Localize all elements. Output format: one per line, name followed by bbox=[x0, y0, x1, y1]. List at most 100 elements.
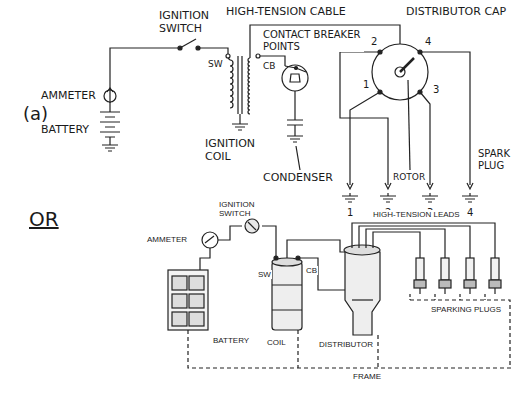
wire-part bbox=[199, 48, 228, 56]
coil-drawing-part bbox=[296, 256, 300, 260]
ammeter-drawing bbox=[202, 232, 218, 248]
condenser-symbol bbox=[287, 120, 303, 125]
spark-plug-drawing bbox=[410, 258, 501, 300]
high-tension-leads-part bbox=[359, 226, 470, 258]
spark-plug-symbol bbox=[342, 183, 478, 202]
ammeter-drawing-part bbox=[205, 236, 214, 243]
terminal-number: 1 bbox=[362, 79, 370, 91]
spark-plug-drawing-part bbox=[459, 294, 460, 300]
distributor-drawing-part bbox=[344, 245, 380, 255]
battery-drawing-part-part bbox=[172, 312, 187, 326]
part-label: FRAME bbox=[352, 372, 382, 381]
spark-plug-symbol-part bbox=[422, 196, 438, 202]
spark-plug-drawing-part bbox=[484, 294, 485, 300]
spark-plug-symbol-part bbox=[467, 183, 473, 189]
wire-part bbox=[110, 48, 178, 90]
spark-plug-drawing-part bbox=[464, 280, 476, 288]
ground-symbol-part bbox=[287, 136, 303, 142]
terminal-label: CB bbox=[262, 61, 276, 71]
spark-plug-symbol-part bbox=[427, 183, 433, 189]
condenser-symbol-part bbox=[287, 120, 303, 125]
spark-plug-drawing-part bbox=[469, 288, 470, 294]
coil-drawing-part bbox=[274, 256, 278, 260]
ignition-switch-symbol-part bbox=[180, 39, 196, 48]
ignition-switch-symbol bbox=[178, 39, 200, 50]
terminal-label: CB bbox=[305, 266, 318, 275]
earth-return-part bbox=[297, 330, 298, 368]
spark-plug-drawing-part bbox=[416, 258, 424, 280]
ignition-coil-symbol-part bbox=[238, 56, 242, 114]
distributor-cap-symbol-part bbox=[378, 90, 382, 94]
contact-breaker-symbol-part bbox=[290, 74, 300, 82]
part-label: SPARKING PLUGS bbox=[430, 305, 502, 314]
terminal-number: 3 bbox=[432, 84, 440, 96]
earth-return bbox=[188, 300, 512, 368]
spark-plug-drawing-part bbox=[434, 294, 435, 300]
spark-plug-drawing-part bbox=[409, 294, 410, 300]
spark-plug-symbol-part bbox=[347, 183, 353, 189]
wire-part bbox=[340, 52, 388, 185]
rotor-symbol bbox=[400, 58, 414, 72]
battery-drawing-part bbox=[168, 270, 208, 330]
contact-breaker-symbol-part bbox=[282, 65, 308, 91]
battery-drawing-part-part bbox=[172, 276, 187, 290]
part-label: DISTRIBUTOR CAP bbox=[405, 6, 507, 19]
part-label: CONTACT BREAKER POINTS bbox=[262, 29, 364, 52]
figure-letter: (a) bbox=[22, 104, 49, 125]
spark-plug-symbol-part bbox=[380, 196, 396, 202]
part-label: AMMETER bbox=[146, 235, 188, 244]
contact-breaker-symbol bbox=[282, 65, 308, 91]
distributor-cap-symbol-part bbox=[372, 44, 428, 100]
ignition-switch-drawing-part bbox=[245, 219, 259, 233]
distributor-drawing-part bbox=[345, 252, 380, 335]
spark-plug-drawing-part bbox=[494, 288, 495, 294]
ignition-coil-symbol-part bbox=[239, 114, 240, 124]
alternative-heading: OR bbox=[28, 208, 60, 231]
ignition-coil-symbol-part bbox=[248, 58, 250, 114]
leader-line-part bbox=[296, 146, 300, 170]
part-label: ROTOR bbox=[392, 172, 426, 182]
part-label: CONDENSER bbox=[262, 172, 334, 185]
battery-drawing bbox=[168, 270, 208, 330]
contact-breaker-symbol-part bbox=[285, 66, 306, 72]
distributor-cap-symbol-part bbox=[418, 90, 422, 94]
ammeter-drawing-part bbox=[202, 232, 218, 248]
spark-plug-symbol-part bbox=[342, 196, 358, 202]
ignition-coil-symbol-part bbox=[228, 58, 230, 60]
spark-plug-drawing-part bbox=[441, 258, 449, 280]
wire-part bbox=[250, 25, 400, 58]
part-label: BATTERY bbox=[212, 336, 250, 345]
ignition-coil-symbol-part bbox=[230, 60, 233, 108]
ammeter-symbol bbox=[104, 88, 116, 103]
battery-drawing-part bbox=[172, 276, 204, 326]
battery-symbol bbox=[100, 102, 120, 145]
part-label: IGNITION COIL bbox=[204, 138, 270, 163]
wire-part bbox=[350, 92, 380, 185]
distributor-drawing-part bbox=[352, 299, 373, 300]
wire-part bbox=[294, 91, 295, 136]
battery-symbol-part bbox=[100, 102, 120, 145]
ignition-coil-symbol-part bbox=[226, 54, 230, 58]
terminal-number: 4 bbox=[424, 36, 432, 48]
part-label: AMMETER bbox=[40, 90, 97, 103]
distributor-cap-symbol-part bbox=[378, 50, 382, 54]
earth-return-part bbox=[377, 335, 378, 368]
ammeter-symbol-part bbox=[107, 88, 113, 103]
high-tension-leads bbox=[352, 223, 495, 258]
spark-plug-drawing-part bbox=[444, 288, 445, 294]
contact-breaker-symbol-part bbox=[295, 67, 298, 70]
terminal-label: SW bbox=[257, 270, 272, 279]
part-label: SPARK PLUG bbox=[477, 148, 519, 171]
part-label: IGNITION SWITCH bbox=[158, 10, 226, 35]
ground-symbol bbox=[102, 124, 303, 151]
battery-drawing-part-part bbox=[189, 294, 204, 308]
distributor-cap-symbol bbox=[372, 44, 428, 100]
spark-plug-drawing-part bbox=[466, 258, 474, 280]
ignition-coil-symbol bbox=[226, 54, 260, 124]
battery-drawing-part-part bbox=[189, 312, 204, 326]
part-label: HIGH-TENSION LEADS bbox=[372, 210, 461, 219]
leader-line bbox=[296, 80, 410, 170]
rotor-symbol-part bbox=[400, 58, 414, 72]
